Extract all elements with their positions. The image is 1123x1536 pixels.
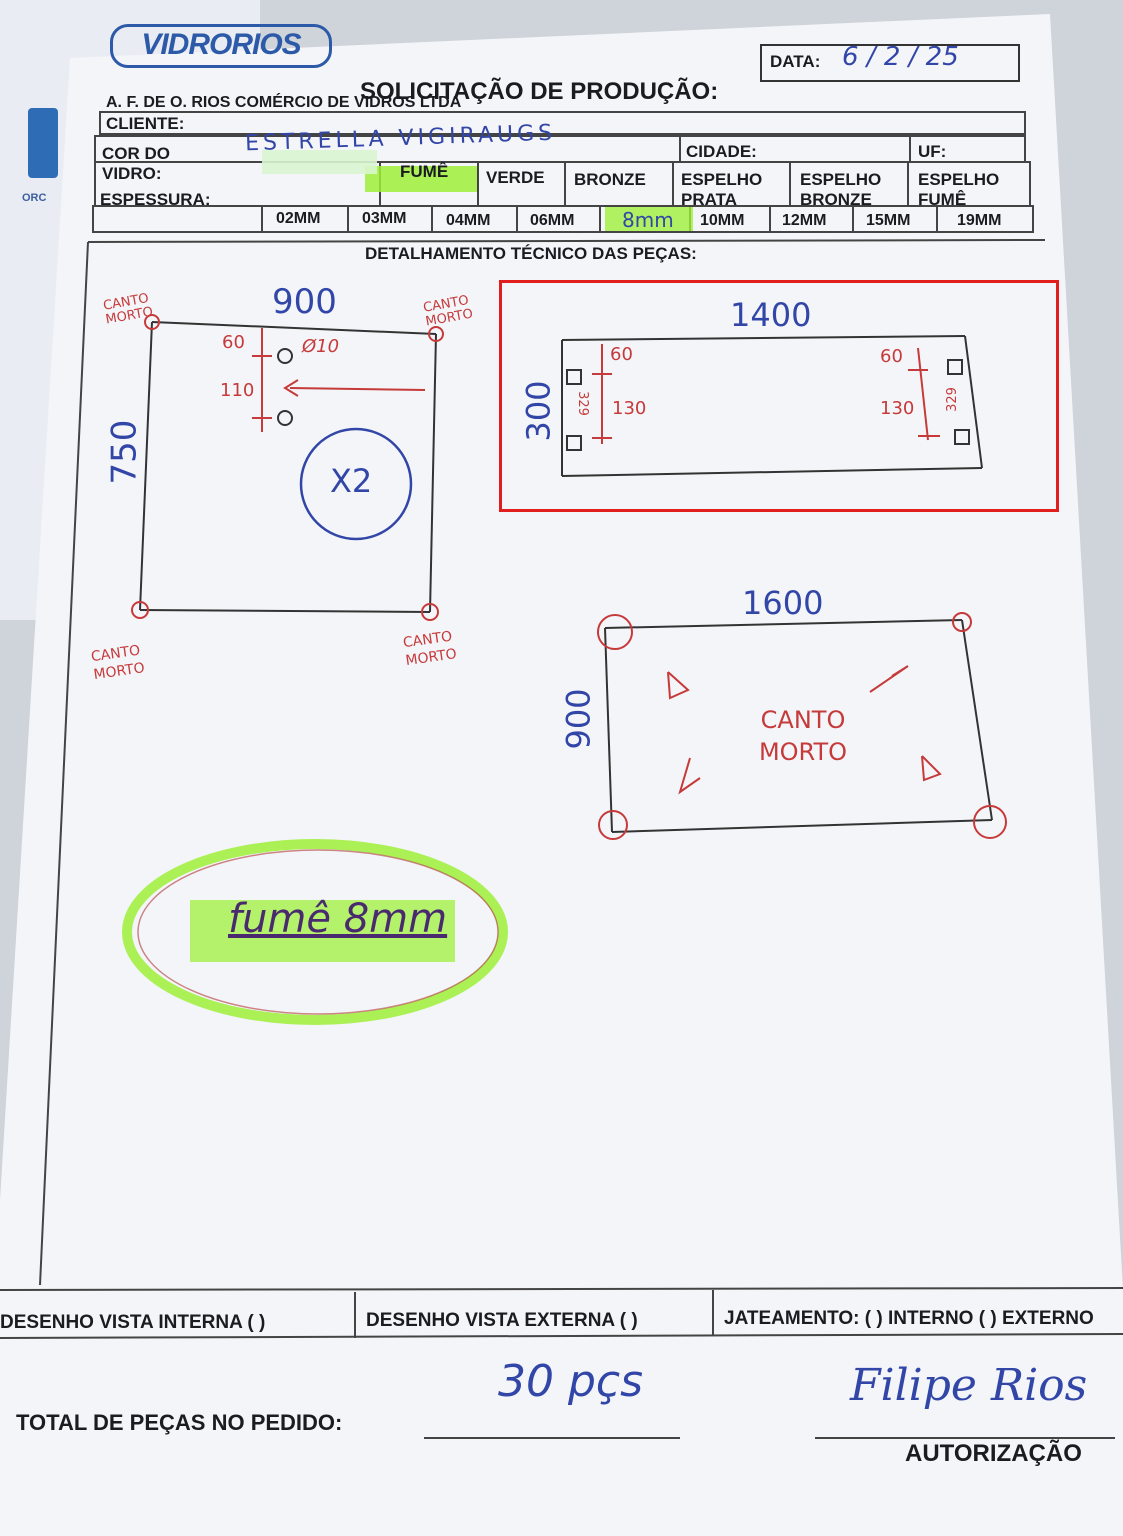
espessura-04: 04MM bbox=[446, 212, 491, 229]
cor-espelho-fume: ESPELHO FUMÊ bbox=[918, 170, 1000, 209]
espessura-label: ESPESSURA: bbox=[100, 190, 211, 209]
espessura-15: 15MM bbox=[866, 212, 911, 229]
autorizacao-label: AUTORIZAÇÃO bbox=[905, 1440, 1082, 1467]
piece1-height: 750 bbox=[104, 419, 145, 485]
detalhamento-title: DETALHAMENTO TÉCNICO DAS PEÇAS: bbox=[365, 244, 697, 263]
cor-label: COR DO VIDRO: bbox=[102, 144, 170, 183]
piece3-width: 1600 bbox=[742, 584, 824, 622]
piece3-note: CANTO MORTO bbox=[758, 706, 848, 766]
jateamento: JATEAMENTO: ( ) INTERNO ( ) EXTERNO bbox=[724, 1308, 1094, 1329]
date-box bbox=[760, 44, 1020, 82]
espessura-03: 03MM bbox=[362, 210, 407, 227]
cor-espelho-bronze: ESPELHO BRONZE bbox=[800, 170, 882, 209]
cor-fume: FUMÊ bbox=[400, 162, 449, 181]
marker-note: fumê 8mm bbox=[228, 896, 448, 942]
background-label: ORC bbox=[22, 192, 47, 204]
uf-label: UF: bbox=[918, 142, 947, 161]
date-value: 6 / 2 / 25 bbox=[842, 42, 959, 72]
piece1-dim-110: 110 bbox=[220, 380, 255, 401]
piece2-dim-60-left: 60 bbox=[610, 344, 633, 365]
selection-box bbox=[499, 280, 1059, 512]
piece2-dim-130-right: 130 bbox=[880, 398, 915, 419]
espessura-10: 10MM bbox=[700, 212, 745, 229]
espessura-02: 02MM bbox=[276, 210, 321, 227]
form-title: SOLICITAÇÃO DE PRODUÇÃO: bbox=[360, 78, 719, 105]
espessura-8mm-handwritten: 8mm bbox=[622, 208, 674, 232]
cidade-label: CIDADE: bbox=[686, 142, 757, 161]
piece1-width: 900 bbox=[272, 282, 337, 322]
piece1-rect bbox=[139, 321, 437, 613]
vista-interna: DESENHO VISTA INTERNA ( ) bbox=[0, 1312, 266, 1333]
piece2-width: 1400 bbox=[730, 296, 812, 334]
total-label: TOTAL DE PEÇAS NO PEDIDO: bbox=[16, 1410, 343, 1435]
cor-verde: VERDE bbox=[486, 168, 545, 187]
vidrorios-logo: VIDRORIOS bbox=[110, 24, 332, 68]
background-binder-tab bbox=[28, 108, 58, 178]
total-value: 30 pçs bbox=[498, 1356, 644, 1407]
piece2-dim-130-left: 130 bbox=[612, 398, 647, 419]
signature: Filipe Rios bbox=[850, 1360, 1088, 1411]
cor-espelho-prata: ESPELHO PRATA bbox=[681, 170, 763, 209]
vista-externa: DESENHO VISTA EXTERNA ( ) bbox=[366, 1310, 638, 1331]
company-name: A. F. DE O. RIOS COMÉRCIO DE VIDROS LTDA bbox=[106, 94, 462, 111]
piece1-dim-60: 60 bbox=[222, 332, 245, 353]
piece2-dim-60-right: 60 bbox=[880, 346, 903, 367]
cor-bronze: BRONZE bbox=[574, 170, 646, 189]
date-label: DATA: bbox=[770, 52, 821, 71]
piece1-quantity: X2 bbox=[330, 462, 373, 500]
piece1-hole-diameter: Ø10 bbox=[302, 336, 340, 357]
cliente-label: CLIENTE: bbox=[106, 114, 185, 133]
espessura-12: 12MM bbox=[782, 212, 827, 229]
espessura-06: 06MM bbox=[530, 212, 575, 229]
espessura-19: 19MM bbox=[957, 212, 1002, 229]
piece3-height: 900 bbox=[559, 688, 598, 750]
